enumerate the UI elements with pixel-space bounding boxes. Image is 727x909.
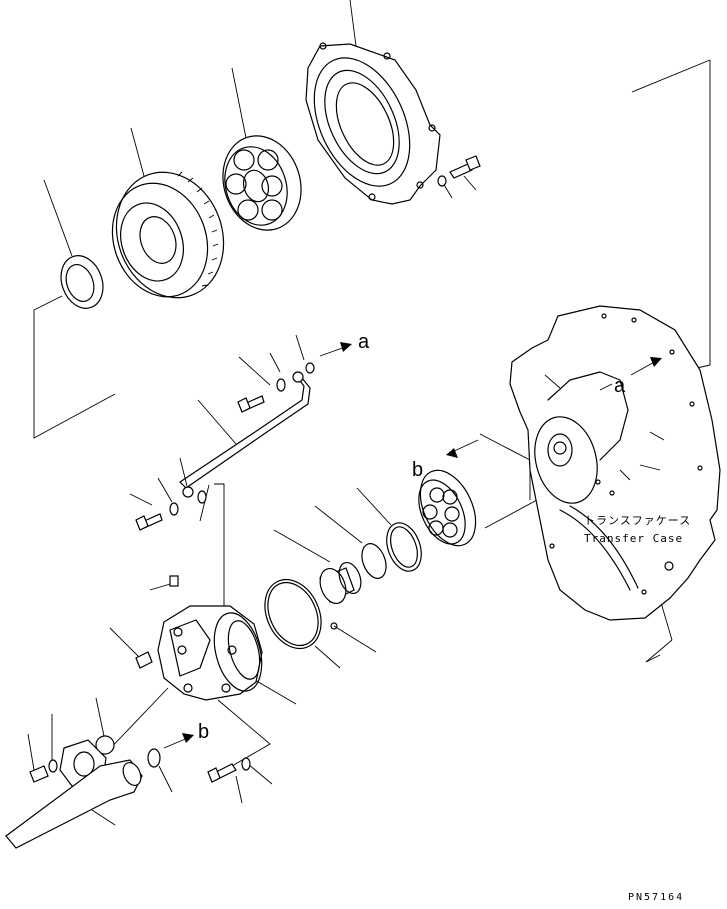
arrow-a-top	[319, 342, 352, 357]
ball-bearing-case	[418, 469, 477, 547]
arrow-a-case	[630, 357, 662, 376]
label-a-top: a	[358, 331, 370, 353]
snap-ring-outer	[386, 522, 422, 572]
sleeve	[319, 561, 362, 630]
housing-bolt	[207, 757, 251, 783]
plug-bolt	[135, 575, 179, 669]
o-ring-bottom-small	[147, 748, 161, 768]
label-b-case: b	[412, 459, 423, 481]
bearing-cover	[305, 42, 441, 205]
ball-bearing-top	[222, 135, 302, 231]
lube-tube	[179, 371, 311, 498]
arrow-b-bottom	[163, 733, 194, 749]
suction-pipe	[5, 739, 143, 849]
case-label-japanese: トランスファケース	[584, 514, 691, 527]
o-ring-bottom	[197, 490, 207, 504]
washer-top	[276, 378, 286, 392]
flange-bolt-pair	[29, 759, 58, 783]
o-ring-top	[305, 362, 315, 374]
transfer-case	[509, 305, 721, 621]
pump-housing	[157, 605, 263, 701]
spur-gear	[111, 171, 225, 299]
tube-bolt-top	[237, 395, 265, 413]
o-ring-large	[264, 578, 322, 650]
label-b-bottom: b	[198, 721, 209, 743]
plug-ball	[95, 735, 115, 755]
case-label-english: Transfer Case	[584, 532, 683, 545]
cover-bolt	[437, 155, 481, 187]
tube-bolt-bottom	[135, 513, 163, 531]
washer-bottom	[169, 502, 179, 516]
arrow-b-case	[446, 439, 479, 458]
drawing-code: PN57164	[628, 892, 684, 903]
snap-ring-inner	[361, 543, 387, 579]
oil-seal	[60, 255, 104, 309]
label-a-case: a	[614, 375, 626, 397]
